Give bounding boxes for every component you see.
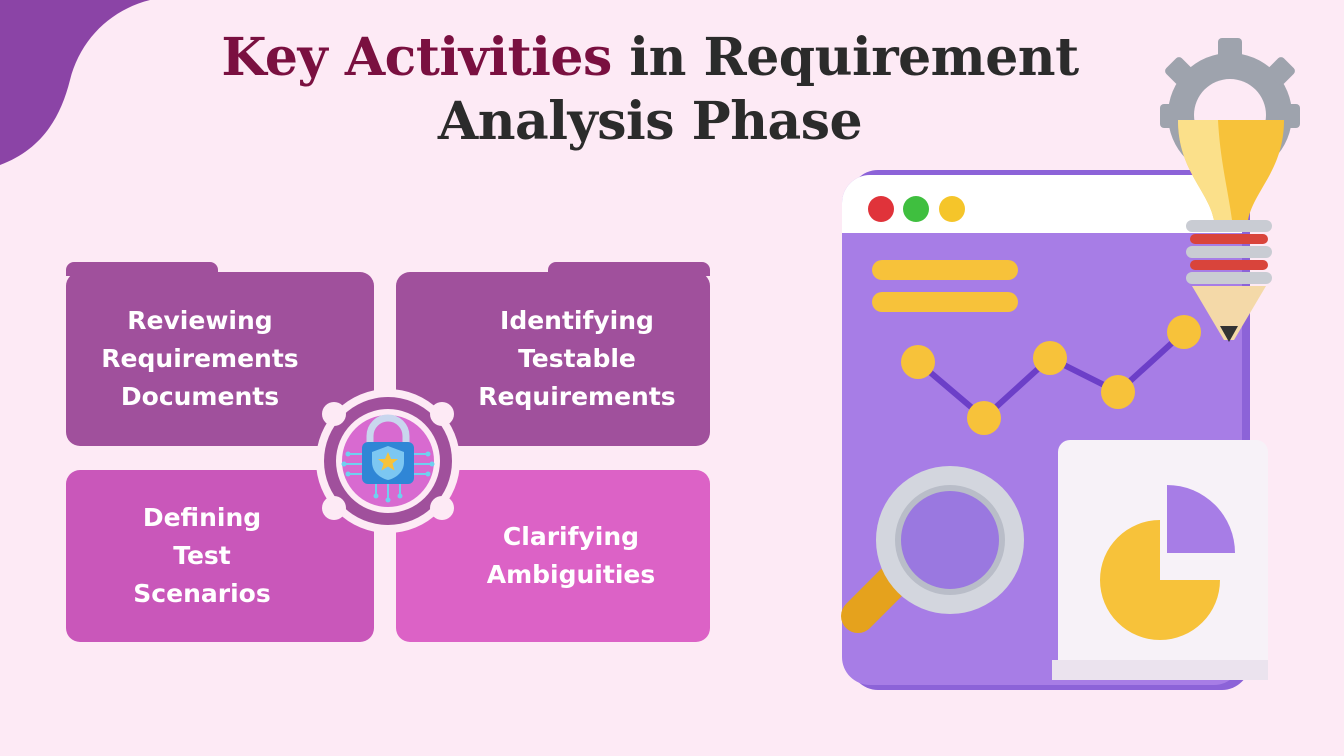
corner-decoration: [0, 0, 150, 165]
activity-card-defining: Defining Test Scenarios: [66, 470, 374, 642]
activity-card-reviewing: Reviewing Requirements Documents: [66, 272, 374, 446]
title-highlight: Key Activities: [221, 27, 612, 88]
title-line1-rest: in Requirement: [611, 27, 1079, 88]
security-lock-icon: [316, 389, 460, 533]
analysis-illustration: [841, 38, 1300, 690]
gear-lightbulb-pencil-icon: [1160, 38, 1300, 342]
magnifying-glass-icon: [841, 466, 1024, 633]
pie-chart-document-icon: [1052, 440, 1268, 680]
activity-label: Clarifying Ambiguities: [486, 522, 656, 589]
activity-label: Reviewing Requirements Documents: [101, 306, 299, 411]
activity-label: Defining Test Scenarios: [133, 503, 271, 608]
title-line2: Analysis Phase: [437, 91, 863, 152]
line-chart-icon: [901, 315, 1201, 435]
page-title: Key Activities in Requirement Analysis P…: [160, 26, 1140, 154]
activity-label: Identifying Testable Requirements: [478, 306, 676, 411]
